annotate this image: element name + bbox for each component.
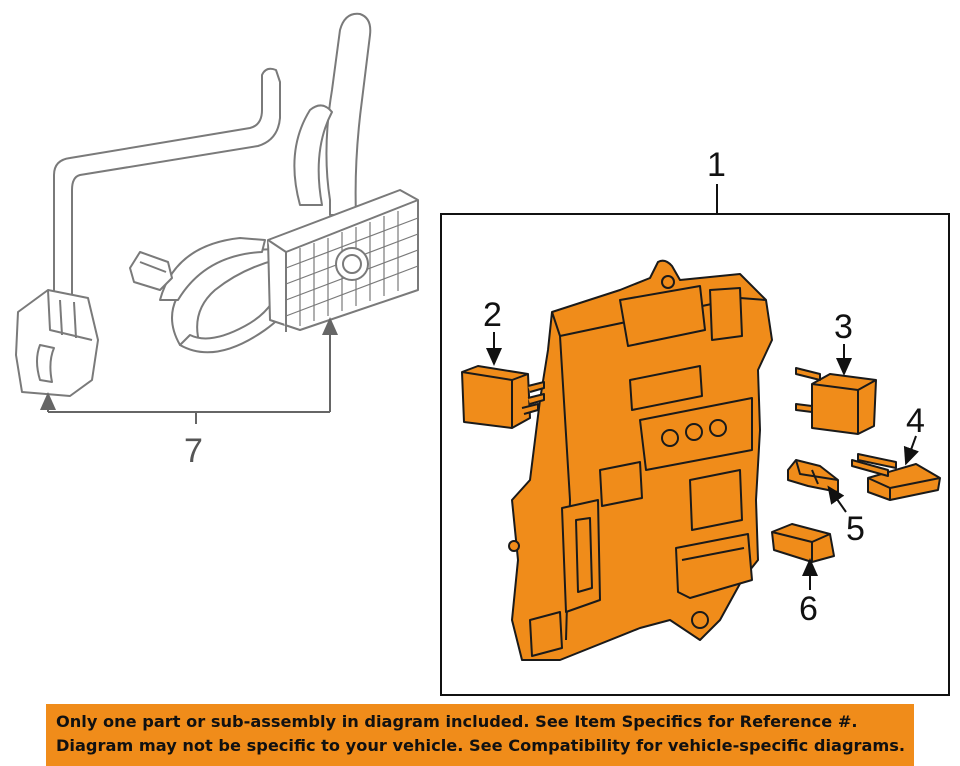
disclaimer-line-2: Diagram may not be specific to your vehi… — [56, 736, 906, 755]
callout-1: 1 — [707, 146, 726, 184]
callout-4-leader — [903, 435, 919, 466]
wiring-harness — [15, 12, 419, 397]
fuse-item-6 — [771, 523, 835, 563]
disclaimer-line-1: Only one part or sub-assembly in diagram… — [56, 712, 858, 731]
callout-5-leader — [827, 485, 847, 513]
callout-7: 7 — [184, 432, 203, 470]
callout-7-leader — [40, 317, 338, 424]
relay-item-2 — [461, 365, 545, 429]
fuse-item-5 — [787, 459, 839, 493]
callout-3: 3 — [834, 308, 853, 346]
fuse-box — [508, 259, 773, 661]
relay-item-3 — [795, 367, 877, 435]
callout-5: 5 — [846, 510, 865, 548]
parts-diagram: 7 1 2 — [15, 12, 950, 696]
callout-2: 2 — [483, 296, 502, 334]
callout-6: 6 — [799, 590, 818, 628]
fuse-item-4 — [851, 453, 941, 501]
disclaimer-banner: Only one part or sub-assembly in diagram… — [46, 704, 914, 766]
callout-4: 4 — [906, 402, 925, 440]
item-1-frame — [440, 213, 950, 696]
